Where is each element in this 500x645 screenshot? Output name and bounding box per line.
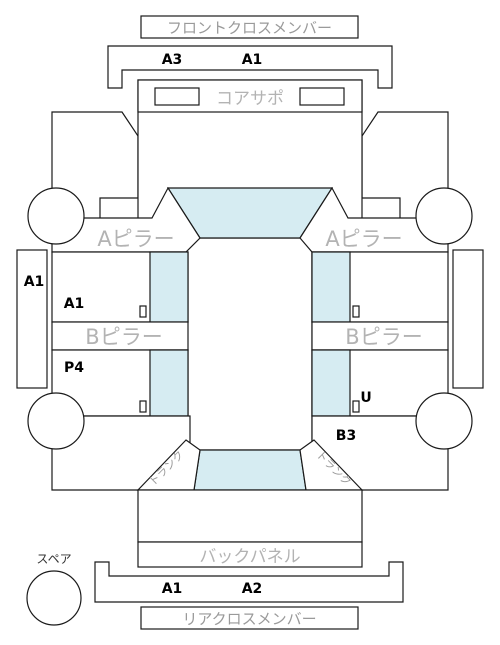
right-rear-door-code: U — [360, 390, 371, 406]
left-front-door-glass — [149, 251, 189, 323]
right-quarter-code: B3 — [336, 428, 356, 444]
spare-tire — [26, 570, 82, 626]
spare-label: スペア — [36, 552, 71, 566]
rear-member-code-left: A1 — [162, 581, 183, 597]
back-panel-label: バックパネル — [199, 547, 300, 567]
front-cross-member-label: フロントクロスメンバー — [167, 19, 332, 37]
left-b-pillar-label: Bピラー — [85, 325, 162, 349]
right-rear-door-handle — [352, 400, 360, 413]
rear-cross-member-box — [140, 606, 359, 630]
right-a-pillar-label: Aピラー — [325, 227, 402, 251]
core-support-label: コアサポ — [216, 89, 284, 109]
rear-bumper-bracket — [94, 561, 404, 603]
right-b-pillar — [311, 321, 449, 351]
front-member-code-left: A3 — [162, 52, 183, 68]
left-rear-door-handle — [139, 400, 147, 413]
rear-cross-member-label: リアクロスメンバー — [182, 610, 316, 628]
rear-window — [193, 449, 307, 491]
right-rear-door-glass — [311, 349, 351, 417]
left-rocker-code: A1 — [24, 274, 45, 290]
right-front-door-glass — [311, 251, 351, 323]
rear-right-wheel — [415, 392, 473, 450]
left-front-door-handle — [139, 305, 147, 318]
headlight-right — [299, 87, 345, 106]
left-rocker-panel — [16, 249, 48, 389]
front-right-wheel — [415, 187, 473, 245]
right-b-pillar-label: Bピラー — [345, 325, 422, 349]
core-support-box — [137, 79, 363, 113]
headlight-left — [154, 87, 200, 106]
front-bumper-bracket — [107, 45, 393, 89]
right-front-door-handle — [352, 305, 360, 318]
left-rear-door-code: P4 — [64, 360, 84, 376]
roof — [185, 237, 313, 451]
left-b-pillar — [51, 321, 189, 351]
left-a-pillar-label: Aピラー — [97, 227, 174, 251]
rear-left-wheel — [27, 392, 85, 450]
left-rear-door-glass — [149, 349, 189, 417]
front-left-wheel — [27, 187, 85, 245]
back-panel-box — [137, 541, 363, 568]
front-member-code-right: A1 — [242, 52, 263, 68]
rear-member-code-right: A2 — [242, 581, 263, 597]
front-cross-member-box — [140, 15, 359, 39]
left-front-door-code: A1 — [64, 296, 85, 312]
trunk-lid — [137, 489, 363, 543]
right-rocker-panel — [452, 249, 484, 389]
